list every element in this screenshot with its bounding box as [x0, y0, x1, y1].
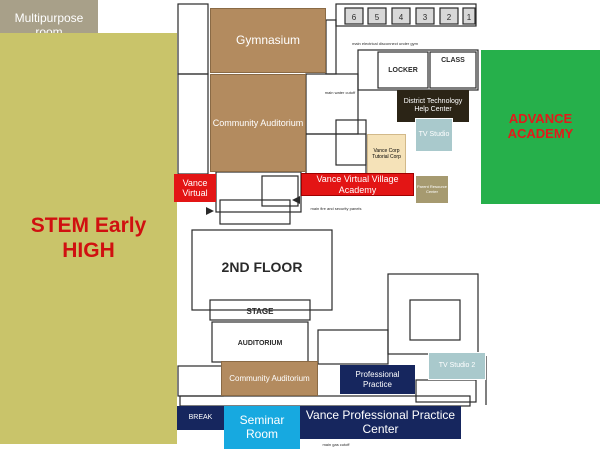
vance-virtual-village-label: Vance Virtual Village Academy — [316, 174, 399, 195]
tv-studio-2-label: TV Studio 2 — [438, 361, 476, 369]
stem-early-high-zone: STEM Early HIGH — [0, 33, 177, 444]
plan-bay — [367, 7, 387, 25]
vance-virtual-village-zone: Vance Virtual Village Academy — [301, 173, 414, 196]
plan-label-second-floor: 2ND FLOOR — [222, 259, 303, 275]
district-technology-label: District Technology Help Center — [403, 97, 463, 113]
vance-virtual-label: Vance Virtual — [182, 177, 208, 198]
plan-bay-number: 6 — [352, 13, 357, 22]
seminar-room-zone: Seminar Room — [224, 406, 300, 449]
plan-label-class: CLASS — [441, 57, 465, 64]
plan-room-outline — [357, 49, 479, 91]
gymnasium-zone: Gymnasium — [210, 8, 326, 73]
professional-practice-zone: Professional Practice — [340, 365, 415, 394]
plan-room-outline — [387, 273, 479, 355]
plan-bay-number: 2 — [447, 13, 452, 22]
plan-bay — [391, 7, 411, 25]
plan-label-auditorium: AUDITORIUM — [238, 340, 283, 347]
plan-bay — [439, 7, 459, 25]
plan-second-floor — [191, 229, 333, 311]
gymnasium-label: Gymnasium — [235, 32, 300, 47]
professional-practice-label: Professional Practice — [355, 370, 400, 389]
plan-label-stage: STAGE — [247, 307, 275, 316]
plan-bay-number: 3 — [423, 13, 428, 22]
break-room-label: BREAK — [188, 413, 213, 421]
plan-bay-number: 1 — [467, 13, 472, 22]
tv-studio-2-zone: TV Studio 2 — [428, 352, 486, 380]
plan-bay — [462, 7, 476, 25]
vance-corp-zone: Vance Corp Tutorial Corp — [367, 134, 406, 176]
vance-professional-practice-center-label: Vance Professional Practice Center — [305, 407, 456, 436]
advance-academy-label: ADVANCE ACADEMY — [507, 111, 574, 141]
plan-room-outline — [415, 379, 477, 403]
community-auditorium-lower-label: Community Auditorium — [229, 373, 310, 383]
plan-room-outline — [177, 365, 224, 397]
entrance-arrow-icon — [206, 207, 214, 215]
plan-bay-number: 5 — [375, 13, 380, 22]
plan-bay-row — [335, 3, 477, 27]
tv-studio-label: TV Studio — [418, 130, 450, 138]
plan-room-outline — [305, 73, 359, 135]
plan-note-water: main water cutoff — [325, 90, 356, 95]
plan-room-outline — [219, 199, 291, 225]
community-auditorium-zone: Community Auditorium — [210, 74, 306, 172]
vance-corp-label: Vance Corp Tutorial Corp — [372, 148, 401, 160]
district-technology-zone: District Technology Help Center — [397, 90, 469, 122]
stem-early-high-label: STEM Early HIGH — [30, 214, 147, 262]
parent-resource-center-label: Parent Resource Center — [416, 183, 447, 194]
plan-note-fire: main fire and security panels — [311, 206, 362, 211]
plan-room-outline — [317, 329, 389, 365]
vance-professional-practice-center-zone: Vance Professional Practice Center — [300, 406, 461, 439]
plan-stage — [209, 299, 311, 321]
advance-academy-zone: ADVANCE ACADEMY — [481, 50, 600, 204]
plan-room-outline — [409, 299, 461, 341]
plan-bay — [415, 7, 435, 25]
entrance-arrow-icon — [292, 196, 300, 204]
plan-class-room — [429, 51, 477, 89]
plan-room-outline — [335, 119, 367, 166]
tv-studio-zone: TV Studio — [415, 118, 453, 152]
plan-room-outline — [177, 3, 209, 75]
break-room-zone: BREAK — [177, 406, 224, 430]
parent-resource-center-zone: Parent Resource Center — [415, 175, 449, 204]
vance-virtual-zone: Vance Virtual — [174, 174, 216, 202]
seminar-room-label: Seminar Room — [239, 412, 285, 441]
plan-room-outline — [177, 73, 209, 175]
plan-note-electrical: main electrical disconnect under gym — [352, 41, 418, 46]
plan-label-locker: LOCKER — [388, 67, 418, 74]
plan-locker-room — [377, 51, 429, 89]
plan-bay — [344, 7, 364, 25]
community-auditorium-label: Community Auditorium — [212, 117, 304, 128]
plan-note-gas: main gas cutoff — [322, 442, 350, 447]
plan-room-outline — [261, 175, 299, 207]
community-auditorium-lower-zone: Community Auditorium — [221, 361, 318, 396]
plan-bay-number: 4 — [399, 13, 404, 22]
plan-corridor — [179, 395, 471, 407]
plan-corridor — [325, 19, 337, 75]
